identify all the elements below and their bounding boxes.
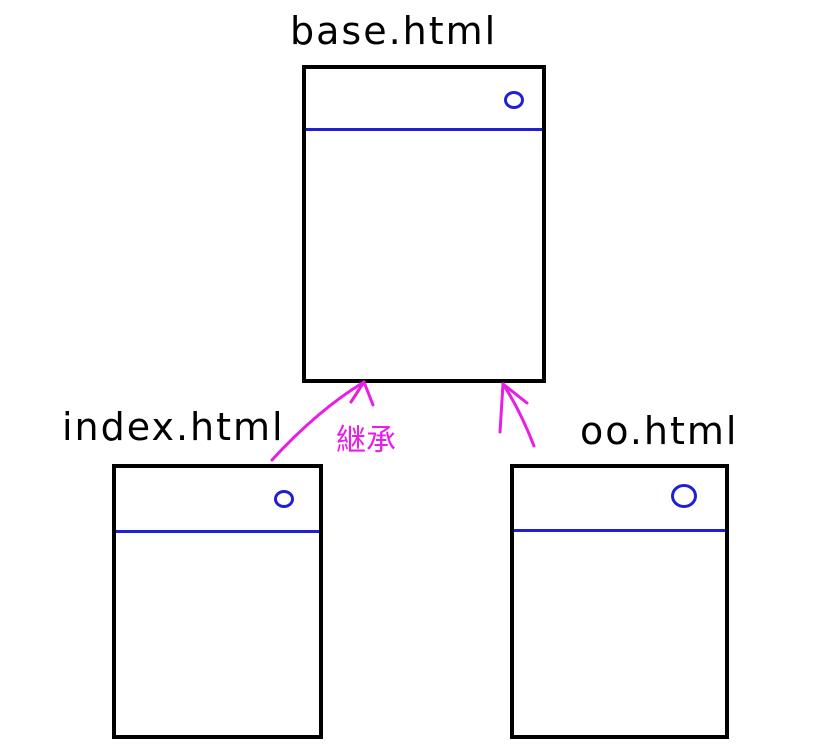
header-line [306, 128, 542, 131]
index-html-label: index.html [62, 405, 285, 449]
header-line [514, 529, 725, 532]
circle-icon [274, 490, 294, 508]
base-html-label: base.html [290, 9, 498, 53]
base-page-box [302, 65, 546, 383]
header-line [116, 530, 319, 533]
arrow-up-icon [270, 380, 375, 462]
arrow-up-icon [498, 382, 536, 448]
oo-html-label: oo.html [580, 409, 739, 453]
circle-icon [504, 91, 524, 109]
inheritance-label: 継承 [336, 423, 396, 458]
oo-page-box [510, 464, 729, 739]
circle-icon [671, 484, 697, 508]
index-page-box [112, 464, 323, 739]
